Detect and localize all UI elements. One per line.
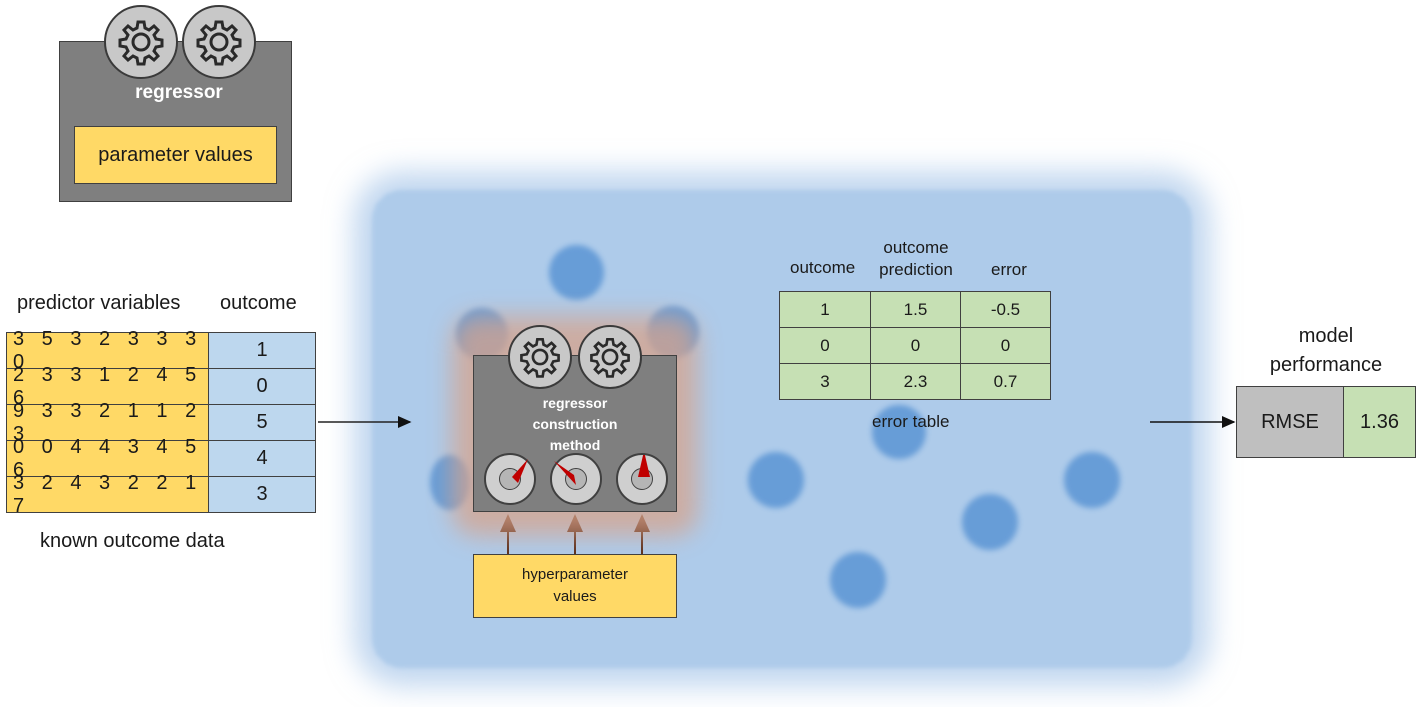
rmse-label: RMSE xyxy=(1236,386,1344,458)
construction-method-title: regressor construction method xyxy=(473,393,677,456)
table-row: 3 5 3 2 3 3 3 0 1 xyxy=(6,328,317,373)
hyperparameter-knob-icon[interactable] xyxy=(550,453,602,505)
error-table: 1 1.5 -0.5 0 0 0 3 2.3 0.7 xyxy=(779,291,1051,400)
background-blob xyxy=(872,405,926,459)
error-cell: 0 xyxy=(779,327,871,364)
outcome-header: outcome xyxy=(220,292,297,314)
background-blob xyxy=(748,452,804,508)
background-blob xyxy=(962,494,1018,550)
performance-title: model performance xyxy=(1256,322,1396,380)
table-row: 1 1.5 -0.5 xyxy=(779,291,1051,328)
hyperparameter-line: hyperparameter xyxy=(522,566,628,583)
title-line: construction xyxy=(532,416,618,432)
regressor-label: regressor xyxy=(135,82,223,103)
error-header-prediction: outcome prediction xyxy=(871,237,961,281)
hyperparameter-line: values xyxy=(553,588,597,605)
error-header-error: error xyxy=(991,260,1027,279)
hyperparameter-knob-icon[interactable] xyxy=(484,453,536,505)
table-row: 3 2.3 0.7 xyxy=(779,363,1051,400)
outcome-cell: 1 xyxy=(208,332,316,369)
error-cell: 0 xyxy=(960,327,1051,364)
error-cell: 1 xyxy=(779,291,871,328)
predictor-cell: 3 2 4 3 2 2 1 7 xyxy=(6,472,209,517)
knob-pointer-icon xyxy=(554,461,576,485)
hyperparameter-knob-icon[interactable] xyxy=(616,453,668,505)
background-blob xyxy=(830,552,886,608)
error-table-caption: error table xyxy=(872,412,950,431)
predictor-header: predictor variables xyxy=(17,292,181,314)
outcome-cell: 0 xyxy=(208,368,316,405)
gear-icon xyxy=(578,325,642,389)
table-row: 2 3 3 1 2 4 5 6 0 xyxy=(6,364,317,409)
known-data-caption: known outcome data xyxy=(40,530,225,552)
known-data-table: 3 5 3 2 3 3 3 0 1 2 3 3 1 2 4 5 6 0 9 3 … xyxy=(6,328,317,517)
title-line: model xyxy=(1298,325,1354,347)
outcome-cell: 4 xyxy=(208,440,316,477)
error-cell: 0 xyxy=(870,327,961,364)
rmse-value: 1.36 xyxy=(1343,386,1416,458)
error-header-outcome: outcome xyxy=(790,258,856,277)
title-line: regressor xyxy=(542,395,608,411)
error-cell: 2.3 xyxy=(870,363,961,400)
outcome-cell: 5 xyxy=(208,404,316,441)
predictor-cell: 2 3 3 1 2 4 5 6 xyxy=(6,364,209,409)
title-line: performance xyxy=(1269,354,1383,376)
table-row: 0 0 4 4 3 4 5 6 4 xyxy=(6,436,317,481)
error-cell: 1.5 xyxy=(870,291,961,328)
table-row: 3 2 4 3 2 2 1 7 3 xyxy=(6,472,317,517)
outcome-cell: 3 xyxy=(208,476,316,513)
title-line: method xyxy=(549,437,601,453)
predictor-cell: 3 5 3 2 3 3 3 0 xyxy=(6,328,209,373)
header-line: outcome xyxy=(883,238,949,257)
hyperparameter-values-box: hyperparameter values xyxy=(473,554,677,618)
predictor-cell: 0 0 4 4 3 4 5 6 xyxy=(6,436,209,481)
knob-pointer-icon xyxy=(512,459,528,483)
error-cell: 0.7 xyxy=(960,363,1051,400)
background-blob xyxy=(1064,452,1120,508)
gear-icon xyxy=(182,5,256,79)
parameter-values-box: parameter values xyxy=(74,126,277,184)
error-cell: 3 xyxy=(779,363,871,400)
knob-pointer-icon xyxy=(638,455,650,477)
gear-icon xyxy=(508,325,572,389)
table-row: 0 0 0 xyxy=(779,327,1051,364)
header-line: prediction xyxy=(879,260,953,279)
background-blob xyxy=(549,245,604,300)
error-cell: -0.5 xyxy=(960,291,1051,328)
gear-icon xyxy=(104,5,178,79)
